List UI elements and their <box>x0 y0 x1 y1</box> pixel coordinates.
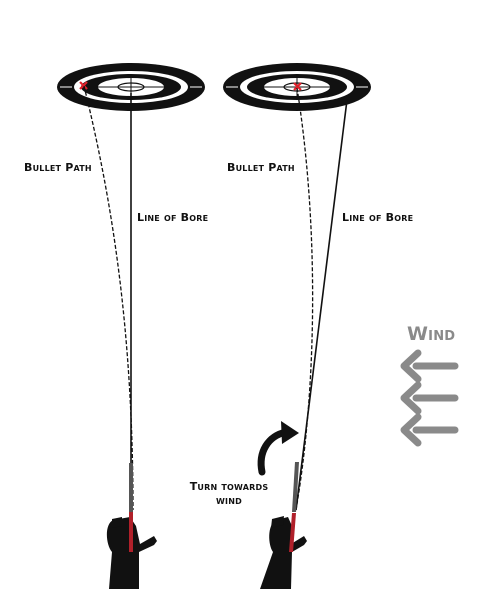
wind-left-arrow-icon-1 <box>400 349 459 383</box>
left-line-of-bore-label: Line of Bore <box>137 211 209 224</box>
turn-towards-wind-label: Turn towards wind <box>189 480 269 507</box>
left-bullet-path <box>83 85 134 511</box>
wind-left-arrow-icon-3 <box>400 413 459 447</box>
turn-curved-arrow-icon <box>257 421 299 476</box>
left-shooter-icon <box>106 463 157 589</box>
left-impact-x-mark-icon <box>79 81 88 90</box>
wind-label: Wind <box>407 323 456 345</box>
right-bullet-path <box>295 87 314 511</box>
right-line-of-bore-label: Line of Bore <box>342 211 414 224</box>
right-line-of-bore <box>295 99 348 511</box>
right-impact-x-mark-icon <box>293 82 302 91</box>
left-target-icon <box>57 63 205 111</box>
wind-left-arrow-icon-2 <box>400 381 459 415</box>
right-bullet-path-label: Bullet Path <box>227 161 295 174</box>
right-shooter-icon <box>260 462 307 589</box>
left-bullet-path-label: Bullet Path <box>24 161 92 174</box>
